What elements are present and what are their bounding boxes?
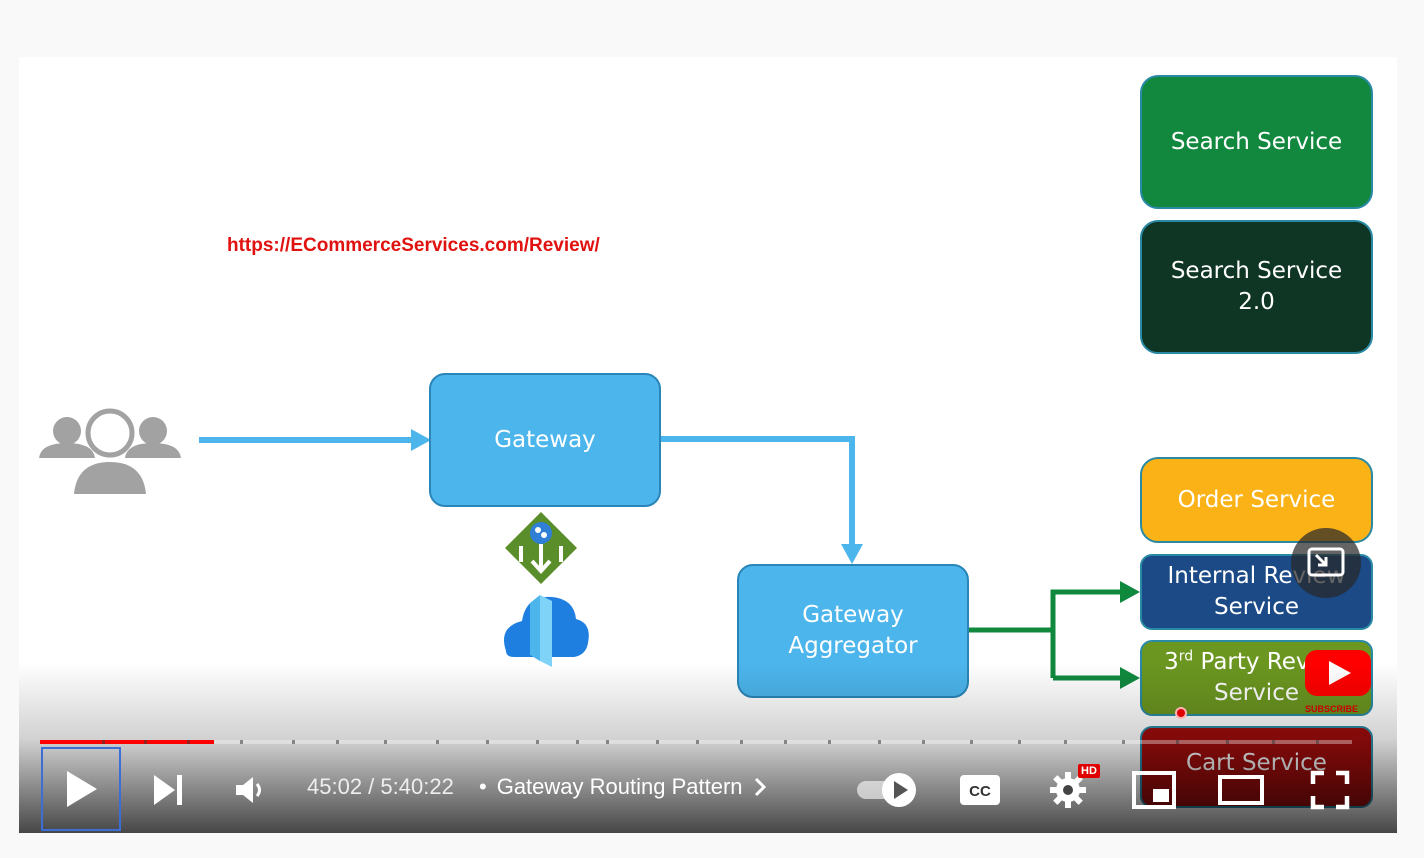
chapter-marker (878, 740, 881, 744)
chapter-marker (1018, 740, 1021, 744)
green-arrowhead-third-party (1120, 667, 1140, 689)
chapter-marker (1064, 740, 1067, 744)
svg-text:CC: CC (969, 783, 991, 800)
azure-cloud-icon (504, 595, 589, 667)
chapter-marker (656, 740, 659, 744)
captions-icon: CC (960, 775, 1000, 805)
chapter-marker (1176, 740, 1179, 744)
gateway-to-aggregator-arrow (660, 436, 855, 547)
cast-button[interactable] (1291, 528, 1361, 598)
fullscreen-icon (1310, 770, 1350, 810)
progress-played (40, 740, 215, 744)
chapter-marker (240, 740, 243, 744)
miniplayer-icon (1132, 771, 1176, 809)
third-party-review-label-line2: Service (1213, 680, 1299, 706)
progress-hover-marker[interactable] (1175, 707, 1187, 719)
chapter-marker (336, 740, 339, 744)
api-routing-icon (505, 512, 577, 584)
chapter-marker (922, 740, 925, 744)
volume-button[interactable] (223, 769, 273, 811)
chapter-marker (784, 740, 787, 744)
search-service-2-label-line1: Search Service (1170, 258, 1343, 284)
play-icon (67, 771, 97, 807)
gateway-to-aggregator-arrowhead (841, 544, 863, 564)
chapter-marker (1226, 740, 1229, 744)
chapter-title: Gateway Routing Pattern (496, 774, 743, 799)
hd-badge: HD (1078, 764, 1100, 778)
video-player[interactable]: https://ECommerceServices.com/Review/ (19, 57, 1397, 833)
chapter-marker (384, 740, 387, 744)
progress-bar[interactable] (40, 740, 1352, 744)
autoplay-toggle-icon (857, 773, 916, 807)
chapter-marker (1316, 740, 1319, 744)
youtube-logo-icon (1329, 661, 1351, 685)
cast-icon (1307, 547, 1345, 577)
third-party-superscript: rd (1178, 648, 1194, 665)
diagram-connectors (39, 408, 1140, 689)
chapter-marker (1272, 740, 1275, 744)
autoplay-toggle[interactable] (855, 771, 919, 809)
chapter-marker (828, 740, 831, 744)
search-service-2-box: Search Service 2.0 (1140, 220, 1373, 354)
internal-review-label-line2: Service (1213, 594, 1299, 620)
green-branch (1050, 589, 1123, 678)
gateway-aggregator-box: Gateway Aggregator (737, 564, 969, 698)
chapter-marker (292, 740, 295, 744)
youtube-logo[interactable] (1305, 650, 1371, 696)
play-focus-ring (41, 747, 121, 831)
chapter-marker (486, 740, 489, 744)
users-to-gateway-arrowhead (411, 429, 431, 451)
fullscreen-button[interactable] (1305, 767, 1355, 813)
chapter-bullet: • (479, 774, 487, 799)
chapter-marker (536, 740, 539, 744)
search-service-2-label-line2: 2.0 (1238, 289, 1275, 315)
chapter-marker (436, 740, 439, 744)
play-button[interactable] (43, 749, 119, 829)
chapter-marker (144, 740, 147, 744)
gateway-label: Gateway (494, 426, 596, 453)
chapter-marker (696, 740, 699, 744)
theater-mode-button[interactable] (1215, 769, 1267, 811)
chapter-button[interactable]: • Gateway Routing Pattern (479, 774, 767, 800)
aggregator-label-line2: Aggregator (788, 633, 918, 659)
order-service-label: Order Service (1177, 486, 1336, 513)
chapter-marker (187, 740, 190, 744)
volume-icon (236, 777, 261, 803)
users-group-icon (39, 408, 181, 494)
gateway-box: Gateway (429, 373, 661, 507)
slide-url-text: https://ECommerceServices.com/Review/ (227, 235, 600, 256)
third-party-prefix: 3 (1164, 649, 1179, 675)
chevron-right-icon (754, 777, 766, 797)
search-service-label: Search Service (1170, 128, 1343, 155)
subscribe-label[interactable]: SUBSCRIBE (1305, 704, 1359, 714)
green-arrowhead-internal (1120, 581, 1140, 603)
next-icon (154, 775, 182, 805)
aggregator-label-line1: Gateway (802, 602, 904, 628)
chapter-marker (740, 740, 743, 744)
time-display: 45:02 / 5:40:22 (307, 774, 454, 800)
duration: 5:40:22 (380, 774, 454, 799)
chapter-marker (102, 740, 105, 744)
current-time: 45:02 (307, 774, 363, 799)
chapter-marker (970, 740, 973, 744)
search-service-box: Search Service (1140, 75, 1373, 209)
chapter-marker (576, 740, 579, 744)
next-button[interactable] (141, 767, 195, 813)
chapter-marker (1122, 740, 1125, 744)
theater-mode-icon (1218, 775, 1264, 805)
chapter-marker (606, 740, 609, 744)
captions-button[interactable]: CC (953, 769, 1007, 811)
time-separator: / (362, 774, 381, 799)
miniplayer-button[interactable] (1129, 767, 1179, 813)
